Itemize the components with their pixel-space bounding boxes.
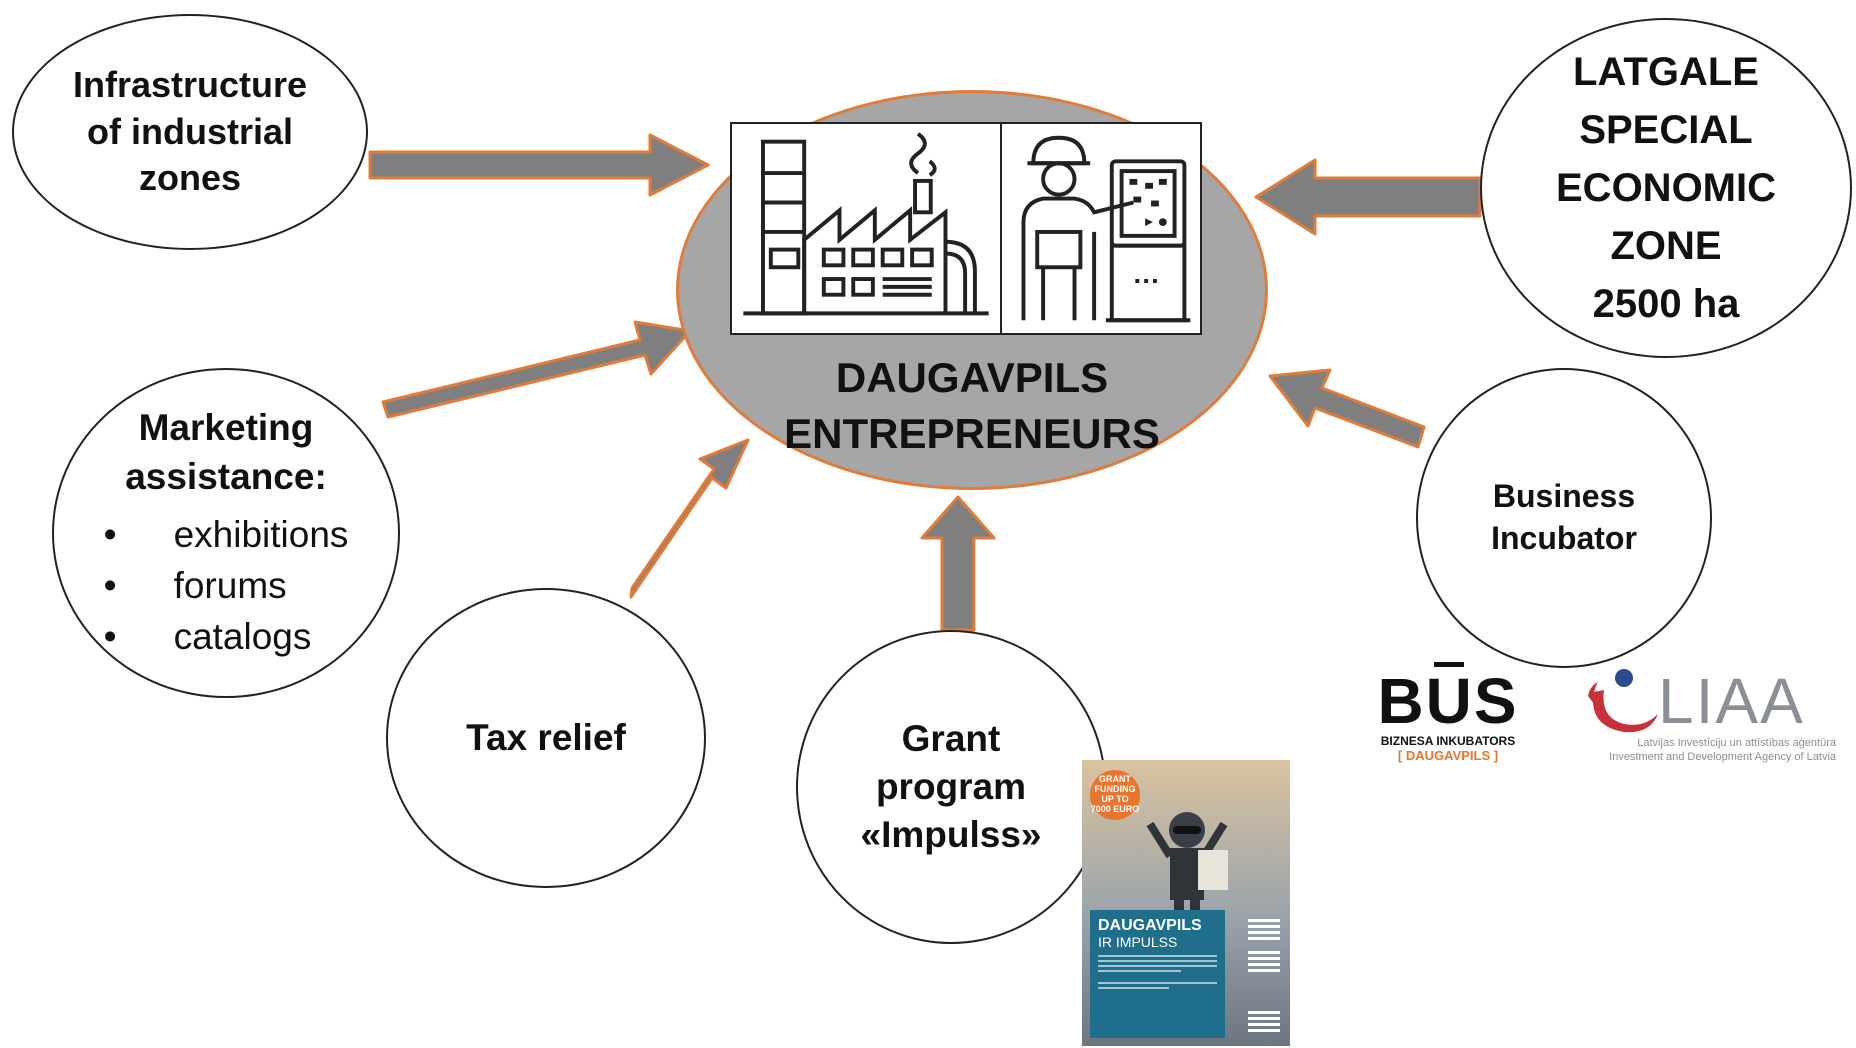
latgale-line-5: 2500 ha bbox=[1592, 282, 1740, 326]
bus-logo-line1: BIZNESA INKUBATORS bbox=[1380, 734, 1516, 748]
bubble-infrastructure: Infrastructure of industrial zones bbox=[12, 14, 368, 250]
bus-logo-city: [ DAUGAVPILS ] bbox=[1397, 748, 1499, 763]
bubble-marketing: Marketing assistance: exhibitions forums… bbox=[52, 368, 400, 698]
marketing-line-2: assistance: bbox=[125, 455, 327, 497]
bus-logo-word: BUS bbox=[1368, 662, 1528, 737]
marketing-list: exhibitions forums catalogs bbox=[104, 509, 349, 662]
marketing-line-1: Marketing bbox=[138, 407, 314, 449]
impulss-poster: GRANT FUNDING UP TO 7000 EURO DAUGAVPILS… bbox=[1082, 760, 1290, 1046]
center-title: DAUGAVPILS ENTREPRENEURS bbox=[676, 350, 1268, 462]
liaa-logo-line2: Investment and Development Agency of Lat… bbox=[1609, 751, 1836, 763]
incubator-line-2: Incubator bbox=[1491, 520, 1637, 556]
marketing-item-exhibitions: exhibitions bbox=[104, 509, 349, 560]
liaa-logo-line1: Latvijas Investīciju un attīstības aģent… bbox=[1637, 737, 1836, 749]
bus-macron-icon bbox=[1434, 662, 1464, 667]
grant-line-1: Grant bbox=[901, 717, 1001, 759]
arrow-tax bbox=[629, 438, 750, 599]
poster-stripe-2 bbox=[1248, 950, 1280, 972]
tax-relief-label: Tax relief bbox=[466, 716, 626, 758]
poster-badge-amount: 7000 EURO bbox=[1090, 803, 1140, 814]
arrow-latgale bbox=[1254, 158, 1482, 236]
bubble-business-incubator: Business Incubator bbox=[1416, 368, 1712, 668]
grant-line-3: «Impulss» bbox=[860, 814, 1042, 856]
center-illustration bbox=[730, 122, 1202, 335]
poster-stripe-3 bbox=[1248, 1010, 1280, 1032]
liaa-logo: LIAA Latvijas Investīciju un attīstības … bbox=[1580, 666, 1840, 764]
arrow-infrastructure bbox=[368, 133, 710, 197]
arrow-marketing bbox=[381, 320, 692, 419]
liaa-swoosh-icon bbox=[1588, 669, 1658, 733]
bus-incubator-logo: BUS BIZNESA INKUBATORS [ DAUGAVPILS ] bbox=[1368, 662, 1528, 764]
poster-subtitle: IR IMPULSS bbox=[1098, 933, 1178, 950]
infrastructure-line-2: of industrial bbox=[87, 110, 293, 152]
poster-panel: DAUGAVPILS IR IMPULSS bbox=[1090, 910, 1225, 1038]
grant-line-2: program bbox=[875, 765, 1027, 807]
arrow-incubator bbox=[1268, 368, 1426, 449]
liaa-logo-text: LIAA bbox=[1658, 665, 1805, 737]
marketing-item-catalogs: catalogs bbox=[104, 611, 349, 662]
center-title-line-1: DAUGAVPILS bbox=[835, 354, 1109, 401]
latgale-line-4: ZONE bbox=[1610, 224, 1722, 268]
poster-title: DAUGAVPILS bbox=[1098, 917, 1202, 934]
infrastructure-line-3: zones bbox=[138, 157, 242, 199]
latgale-line-2: SPECIAL bbox=[1579, 108, 1753, 152]
infrastructure-line-1: Infrastructure bbox=[72, 63, 308, 105]
marketing-item-forums: forums bbox=[104, 560, 349, 611]
factory-icon bbox=[743, 132, 989, 316]
worker-icon bbox=[1021, 135, 1191, 323]
poster-badge-line: GRANT FUNDING UP TO bbox=[1094, 774, 1136, 804]
bubble-grant-program: Grant program «Impulss» bbox=[796, 630, 1106, 944]
arrow-grant bbox=[920, 495, 996, 632]
center-title-line-2: ENTREPRENEURS bbox=[784, 410, 1160, 457]
worker-illustration bbox=[1002, 124, 1200, 333]
poster-badge: GRANT FUNDING UP TO 7000 EURO bbox=[1090, 770, 1140, 820]
incubator-line-1: Business bbox=[1492, 478, 1636, 515]
latgale-line-1: LATGALE bbox=[1573, 50, 1759, 94]
factory-illustration bbox=[732, 124, 1002, 333]
bubble-latgale: LATGALE SPECIAL ECONOMIC ZONE 2500 ha bbox=[1480, 18, 1852, 358]
bus-logo-text: BUS bbox=[1377, 665, 1519, 737]
poster-stripe-1 bbox=[1248, 918, 1280, 940]
latgale-line-3: ECONOMIC bbox=[1556, 166, 1776, 210]
bubble-tax-relief: Tax relief bbox=[386, 588, 706, 888]
